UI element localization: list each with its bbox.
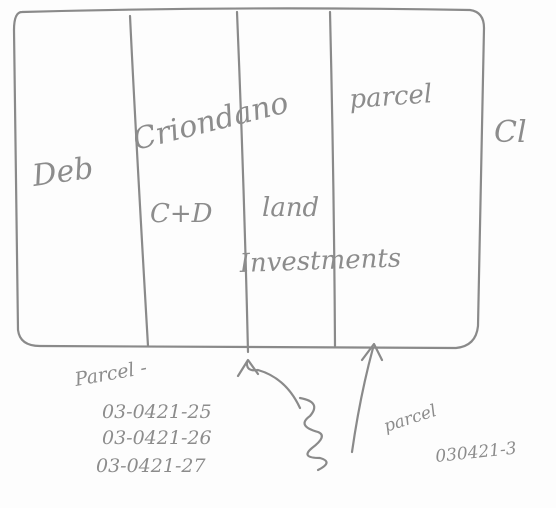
- label-c-d: C+D: [150, 199, 213, 229]
- label-land: land: [262, 193, 319, 223]
- parcel-map-outline: [12, 7, 486, 350]
- label-parcel-bottom-left: Parcel -: [72, 357, 148, 391]
- label-parcel-top: parcel: [348, 79, 433, 115]
- parcel-divider-1: [128, 14, 150, 348]
- label-parcel-bottom-right: parcel: [381, 401, 439, 437]
- label-deb: Deb: [29, 151, 95, 194]
- arrow-to-parcels-left: [245, 360, 302, 410]
- label-investments: Investments: [238, 243, 401, 279]
- parcel-divider-3: [328, 10, 337, 348]
- parcel-group-bracket: [298, 396, 328, 472]
- arrow-head-left: [236, 358, 260, 378]
- parcel-number-right: 030421-3: [434, 439, 517, 467]
- label-cl: Cl: [494, 115, 527, 150]
- parcel-number-2: 03-0421-26: [102, 427, 212, 449]
- parcel-number-1: 03-0421-25: [102, 401, 212, 423]
- label-criondano: Criondano: [129, 85, 292, 157]
- arrow-head-right: [360, 342, 384, 362]
- parcel-divider-2: [235, 10, 250, 354]
- parcel-number-3: 03-0421-27: [96, 455, 206, 477]
- arrow-to-parcel-right: [350, 346, 375, 454]
